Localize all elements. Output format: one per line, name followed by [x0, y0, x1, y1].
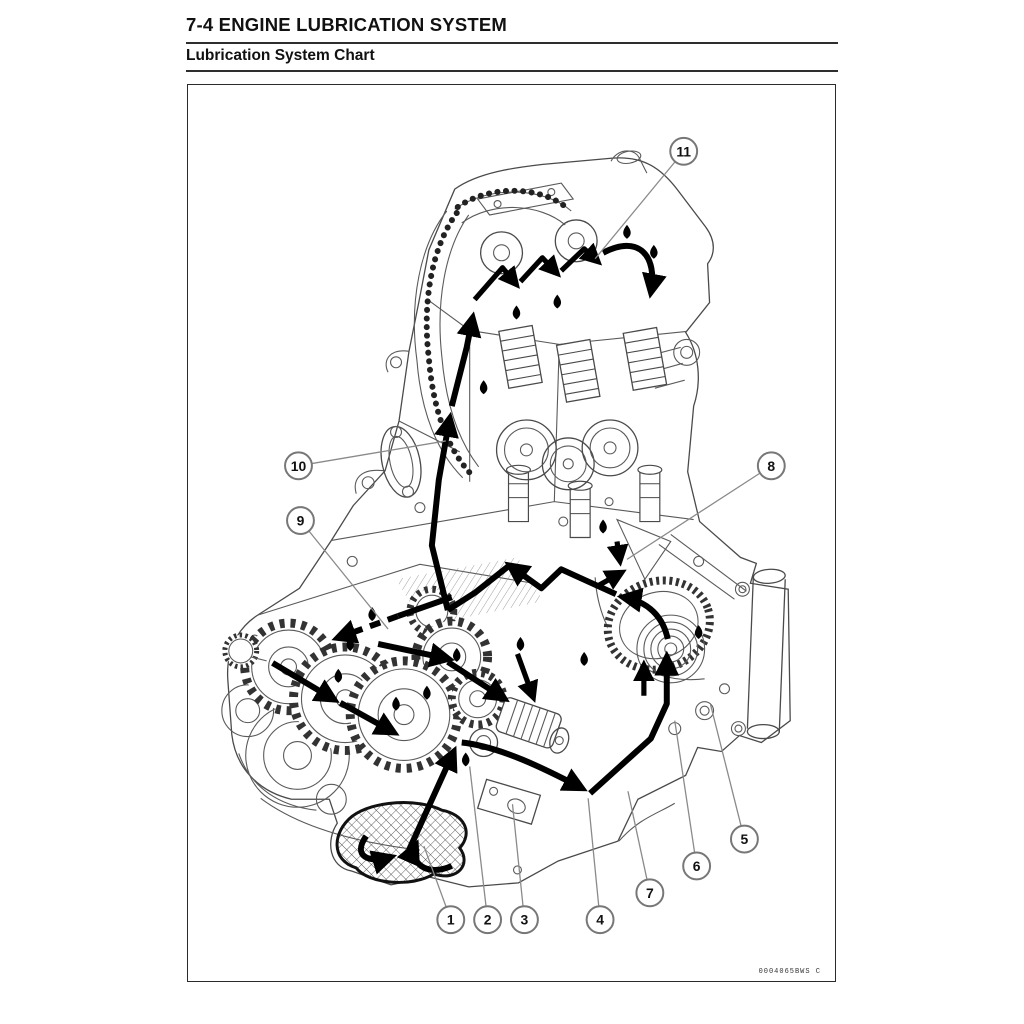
callout-circle [635, 878, 665, 908]
callout-6: 6 [674, 720, 712, 881]
callout-circle [510, 905, 539, 935]
page-title: 7-4 ENGINE LUBRICATION SYSTEM [186, 14, 508, 35]
lubrication-diagram: 1 2 3 4 5 6 7 8 9 10 11 [221, 136, 791, 935]
oil-pipe [734, 568, 786, 740]
callout-circle [669, 136, 699, 166]
callout-leader [709, 704, 742, 827]
figure-code: 0004065BWS C [758, 968, 821, 976]
cam-chain [413, 187, 572, 479]
callout-leader [423, 845, 447, 908]
callout-number: 11 [676, 143, 691, 159]
callout-number: 5 [741, 831, 749, 847]
callout-9: 9 [286, 506, 389, 630]
callout-circle [585, 905, 615, 935]
callout-leader [308, 530, 389, 630]
callouts-layer: 1 2 3 4 5 6 7 8 9 10 11 [284, 136, 786, 935]
callout-number: 7 [646, 885, 654, 901]
callout-8: 8 [626, 451, 786, 560]
valve-springs [498, 324, 668, 539]
callout-circle [284, 451, 313, 481]
callout-number: 8 [767, 458, 775, 474]
section-title: Lubrication System Chart [186, 47, 375, 64]
callout-leader [674, 720, 696, 853]
callout-1: 1 [423, 845, 466, 935]
callout-number: 1 [447, 912, 455, 928]
callout-5: 5 [709, 704, 759, 854]
callout-circle [682, 851, 712, 881]
callout-number: 3 [521, 912, 529, 928]
callout-leader [511, 804, 524, 907]
intake-flange [380, 425, 422, 498]
callout-circle [473, 905, 503, 935]
callout-number: 2 [484, 912, 492, 928]
callout-number: 4 [596, 912, 604, 928]
callout-number: 6 [693, 858, 701, 874]
callout-leader [469, 766, 487, 907]
callout-10: 10 [284, 440, 446, 481]
callout-3: 3 [510, 804, 539, 935]
callout-leader [626, 472, 761, 560]
figure-frame: 1 2 3 4 5 6 7 8 9 10 11 0004065BWS C [187, 84, 836, 982]
callout-circle [286, 506, 315, 535]
callout-leader [594, 161, 676, 260]
callout-2: 2 [469, 766, 503, 935]
callout-4: 4 [585, 798, 615, 935]
callout-circle [729, 824, 759, 854]
callout-circle [756, 451, 786, 481]
oil-flow-arrows [271, 242, 680, 875]
callout-number: 9 [297, 513, 305, 529]
relief-valve [476, 778, 542, 825]
callout-leader [311, 440, 446, 465]
valve-heads [495, 419, 639, 491]
callout-7: 7 [627, 791, 665, 908]
callout-leader [627, 791, 648, 880]
section-rule [186, 70, 838, 72]
callout-number: 10 [291, 458, 307, 474]
callout-leader [587, 798, 600, 907]
clutch-and-oil-filter [594, 576, 714, 684]
bolt-heads [250, 497, 746, 875]
callout-circle [436, 905, 466, 935]
cylinder-head [413, 187, 668, 539]
header-rule [186, 42, 838, 44]
callout-11: 11 [594, 136, 699, 260]
